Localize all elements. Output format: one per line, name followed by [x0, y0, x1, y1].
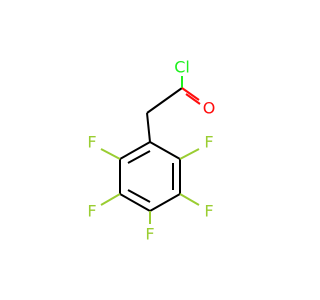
fluorine-right-upper-label: F [204, 133, 213, 152]
ring-inner-double-bond-1 [127, 150, 151, 164]
molecule-structure: Cl O F F F F F [0, 0, 300, 300]
canvas-background [0, 0, 300, 300]
ring-bond-1 [149, 141, 181, 160]
fluorine-left-lower-label: F [87, 202, 96, 221]
ring-inner-double-bond-3 [127, 189, 151, 203]
ring-bond-3 [149, 193, 181, 212]
fluorine-bottom-label: F [145, 225, 154, 244]
chlorine-atom-label: Cl [174, 58, 190, 77]
bond-carbonyl-oxygen-outer [181, 87, 200, 101]
bond-fluorine-right-upper [179, 148, 200, 160]
ring-bond-4 [119, 193, 151, 212]
bond-ch2-carbonyl [146, 87, 183, 114]
bond-ch2-ring [146, 112, 151, 143]
fluorine-left-upper-label: F [87, 133, 96, 152]
bond-carbonyl-oxygen-inner [185, 93, 201, 105]
bond-fluorine-left-upper [100, 148, 121, 160]
oxygen-atom-label: O [203, 99, 216, 118]
bond-fluorine-right-lower [179, 193, 200, 206]
ring-bond-6 [119, 141, 151, 160]
fluorine-right-lower-label: F [204, 202, 213, 221]
bond-fluorine-left-lower [100, 193, 121, 206]
